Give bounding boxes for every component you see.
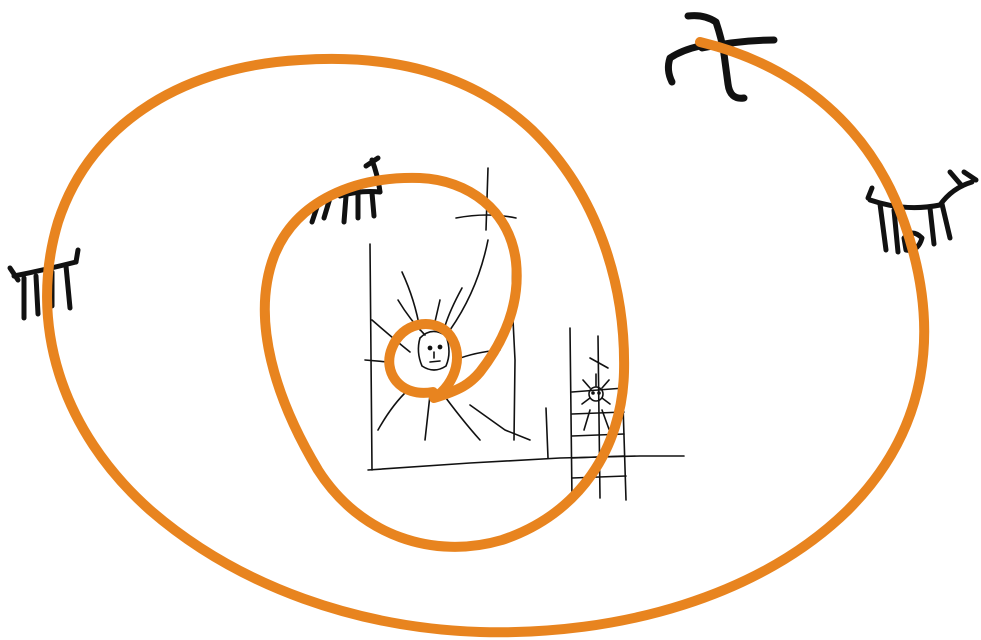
panel-frame bbox=[368, 168, 684, 470]
orange-spiral bbox=[47, 42, 924, 632]
spiral-line bbox=[47, 42, 924, 632]
small-face-figure-icon bbox=[582, 374, 610, 432]
rock-art-drawing bbox=[10, 16, 976, 500]
central-face-figure-icon bbox=[418, 331, 449, 370]
